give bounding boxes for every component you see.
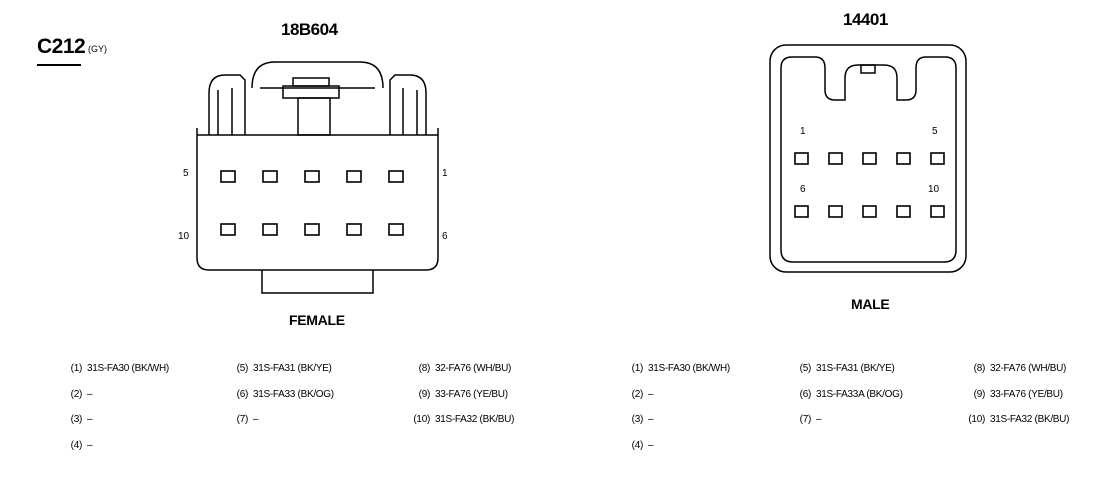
female-pin-5: (5)31S-FA31 (BK/YE) xyxy=(236,363,332,374)
male-inner-outline xyxy=(780,56,957,263)
female-pin-7: (7)– xyxy=(236,414,259,425)
female-pin-2: (2)– xyxy=(70,389,93,400)
female-body-outline xyxy=(196,128,439,271)
female-part-number: 18B604 xyxy=(281,20,338,39)
male-pin-cavity xyxy=(930,205,945,218)
male-pin-7: (7)– xyxy=(799,414,822,425)
male-pin-5: (5)31S-FA31 (BK/YE) xyxy=(799,363,895,374)
male-connector-drawing xyxy=(769,44,967,273)
female-pin-label-bottom-right: 6 xyxy=(442,231,448,242)
male-pin-label-top-left: 1 xyxy=(800,126,806,137)
connector-id-underline xyxy=(37,64,81,66)
male-pin-cavity xyxy=(794,152,809,165)
female-pin-cavity xyxy=(304,223,320,236)
male-pin-cavity xyxy=(828,205,843,218)
male-part-number: 14401 xyxy=(843,10,888,29)
male-pin-cavity xyxy=(930,152,945,165)
male-pin-3: (3)– xyxy=(631,414,654,425)
male-pin-6: (6)31S-FA33A (BK/OG) xyxy=(799,389,903,400)
male-pin-label-top-right: 5 xyxy=(932,126,938,137)
female-pin-4: (4)– xyxy=(70,440,93,451)
male-pin-cavity xyxy=(794,205,809,218)
female-gender-label: FEMALE xyxy=(289,312,345,328)
female-pin-cavity xyxy=(304,170,320,183)
male-pin-cavity xyxy=(828,152,843,165)
female-pin-cavity xyxy=(388,223,404,236)
female-right-latch xyxy=(389,74,427,135)
male-key-tab xyxy=(860,64,876,74)
female-pin-1: (1)31S-FA30 (BK/WH) xyxy=(70,363,170,374)
male-pin-cavity xyxy=(896,152,911,165)
female-left-latch xyxy=(208,74,246,135)
male-outer-shell xyxy=(769,44,967,273)
female-pin-label-top-right: 1 xyxy=(442,168,448,179)
male-gender-label: MALE xyxy=(851,296,890,312)
female-center-hood xyxy=(251,61,384,89)
female-pin-9: (9)33-FA76 (YE/BU) xyxy=(418,389,508,400)
connector-color-code: (GY) xyxy=(88,44,107,54)
female-pin-cavity xyxy=(346,223,362,236)
female-pin-label-bottom-left: 10 xyxy=(178,231,190,242)
male-pin-label-bottom-left: 6 xyxy=(800,184,806,195)
female-pin-label-top-left: 5 xyxy=(183,168,189,179)
male-pin-cavity xyxy=(896,205,911,218)
male-pin-9: (9)33-FA76 (YE/BU) xyxy=(973,389,1063,400)
female-bottom-tab xyxy=(261,270,374,294)
female-pin-3: (3)– xyxy=(70,414,93,425)
female-pin-cavity xyxy=(220,223,236,236)
female-pin-cavity xyxy=(346,170,362,183)
male-pin-4: (4)– xyxy=(631,440,654,451)
connector-id: C212 xyxy=(37,35,86,58)
male-pin-10: (10)31S-FA32 (BK/BU) xyxy=(968,414,1070,425)
female-pin-cavity xyxy=(220,170,236,183)
female-pin-cavity xyxy=(262,223,278,236)
male-pin-8: (8)32-FA76 (WH/BU) xyxy=(973,363,1067,374)
male-pin-label-bottom-right: 10 xyxy=(928,184,940,195)
female-pin-10: (10)31S-FA32 (BK/BU) xyxy=(413,414,515,425)
female-pin-cavity xyxy=(262,170,278,183)
male-pin-2: (2)– xyxy=(631,389,654,400)
female-pin-cavity xyxy=(388,170,404,183)
male-pin-1: (1)31S-FA30 (BK/WH) xyxy=(631,363,731,374)
female-pin-8: (8)32-FA76 (WH/BU) xyxy=(418,363,512,374)
female-pin-6: (6)31S-FA33 (BK/OG) xyxy=(236,389,334,400)
male-pin-cavity xyxy=(862,152,877,165)
male-pin-cavity xyxy=(862,205,877,218)
